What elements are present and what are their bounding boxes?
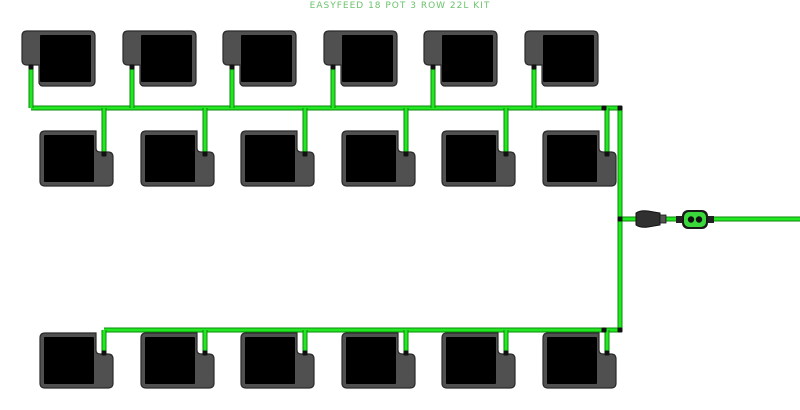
pot-row-2-6 — [542, 130, 617, 187]
pot-row-2-1 — [39, 130, 114, 187]
pot-grow-area — [547, 135, 597, 182]
pot-grow-area — [141, 35, 192, 82]
row-3-fitting-4 — [403, 350, 409, 356]
row-1-fitting-4 — [330, 64, 336, 70]
pot-grow-area — [40, 35, 91, 82]
pot-grow-area — [44, 337, 94, 384]
tap-connector-icon — [635, 210, 667, 228]
valve-outlet — [708, 216, 714, 223]
pot-grow-area — [543, 35, 594, 82]
row-1-fitting-3 — [229, 64, 235, 70]
pot-row-2-2 — [140, 130, 215, 187]
pot-row-1-4 — [323, 30, 398, 87]
pot-row-3-6 — [542, 332, 617, 389]
pot-row-2-5 — [441, 130, 516, 187]
tee-bottom — [617, 327, 623, 333]
pot-grow-area — [346, 135, 396, 182]
connector-nut — [659, 214, 667, 224]
valve-face — [684, 212, 706, 227]
valve-port-right — [695, 216, 703, 223]
pots-layer — [21, 30, 617, 389]
pot-grow-area — [44, 135, 94, 182]
pot-grow-area — [442, 35, 493, 82]
pot-row-1-2 — [122, 30, 197, 87]
row-1-fitting-1 — [28, 64, 34, 70]
pot-row-3-4 — [341, 332, 416, 389]
row-1-fitting-6 — [531, 64, 537, 70]
pot-grow-area — [547, 337, 597, 384]
row-2-fitting-1 — [101, 151, 107, 157]
pot-row-1-6 — [524, 30, 599, 87]
tee-supply — [617, 216, 623, 222]
tubing-layer — [28, 67, 800, 353]
pot-row-3-2 — [140, 332, 215, 389]
pot-grow-area — [342, 35, 393, 82]
pot-row-2-3 — [240, 130, 315, 187]
pot-row-3-1 — [39, 332, 114, 389]
valve-inlet — [676, 216, 682, 223]
pot-row-1-5 — [423, 30, 498, 87]
pot-grow-area — [145, 135, 195, 182]
pot-row-2-4 — [341, 130, 416, 187]
pot-grow-area — [245, 135, 295, 182]
row-3-fitting-1 — [101, 350, 107, 356]
valves-layer — [635, 210, 714, 229]
pot-row-3-5 — [441, 332, 516, 389]
pot-row-3-3 — [240, 332, 315, 389]
row-1-fitting-5 — [430, 64, 436, 70]
row-2-fitting-6 — [604, 151, 610, 157]
pot-grow-area — [145, 337, 195, 384]
control-valve-icon — [676, 210, 714, 229]
pot-grow-area — [446, 337, 496, 384]
diagram-title: EASYFEED 18 POT 3 ROW 22L KIT — [309, 1, 491, 11]
row-2-fitting-3 — [302, 151, 308, 157]
elbow-row-3-end — [601, 327, 607, 333]
row-3-fitting-3 — [302, 350, 308, 356]
pot-grow-area — [346, 337, 396, 384]
pot-grow-area — [245, 337, 295, 384]
row-1-fitting-2 — [129, 64, 135, 70]
pot-row-1-3 — [222, 30, 297, 87]
pot-grow-area — [241, 35, 292, 82]
row-2-fitting-5 — [503, 151, 509, 157]
row-3-fitting-6 — [604, 350, 610, 356]
tee-top — [617, 105, 623, 111]
pot-grow-area — [446, 135, 496, 182]
pot-row-1-1 — [21, 30, 96, 87]
valve-port-left — [687, 216, 695, 223]
connector-body — [635, 210, 661, 228]
elbow-row-2-end — [601, 105, 607, 111]
row-3-fitting-2 — [202, 350, 208, 356]
fittings-layer — [28, 64, 623, 356]
row-2-fitting-4 — [403, 151, 409, 157]
row-3-fitting-5 — [503, 350, 509, 356]
row-2-fitting-2 — [202, 151, 208, 157]
